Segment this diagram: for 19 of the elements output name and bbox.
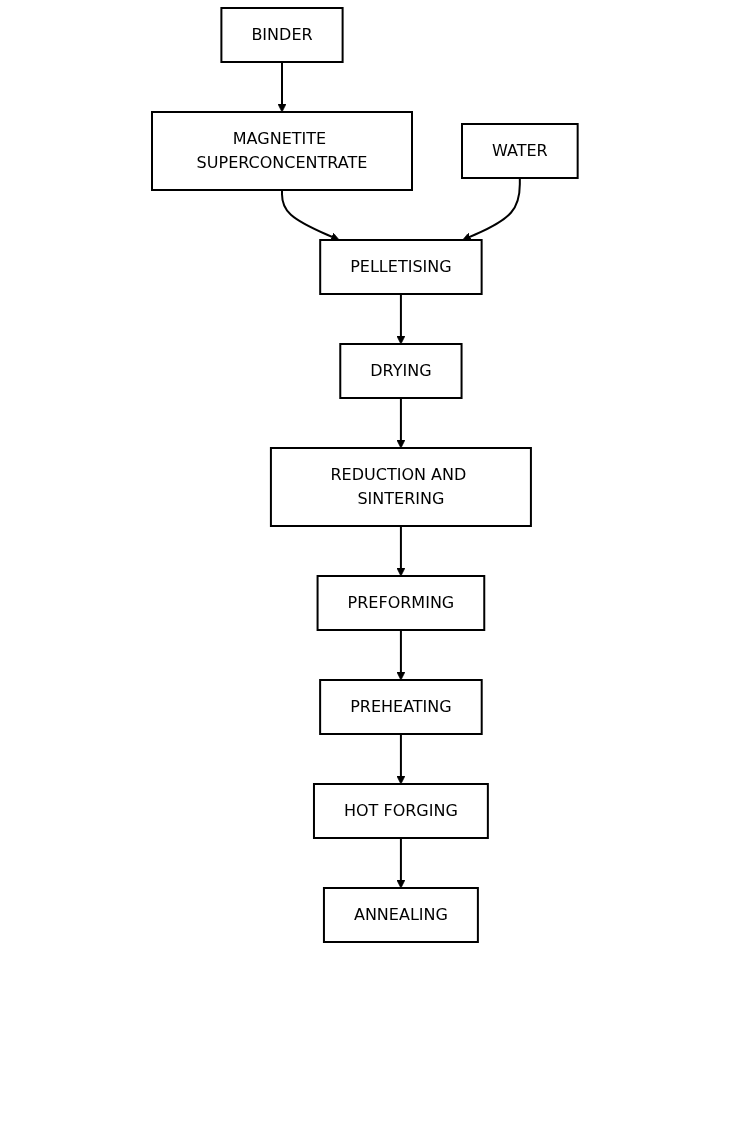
arrow bbox=[277, 61, 287, 113]
arrow bbox=[396, 733, 406, 785]
arrow bbox=[396, 397, 406, 449]
arrow bbox=[396, 293, 406, 345]
node-box: ANNEALING bbox=[323, 887, 480, 943]
node-box: BINDER bbox=[220, 7, 344, 63]
arrow bbox=[281, 189, 340, 241]
arrow bbox=[462, 177, 521, 241]
arrow bbox=[396, 837, 406, 889]
arrow bbox=[396, 629, 406, 681]
node-box: PREFORMING bbox=[316, 575, 486, 631]
node-box: HOT FORGING bbox=[313, 783, 490, 839]
node-box: REDUCTION AND SINTERING bbox=[270, 447, 533, 527]
node-box: MAGNETITE SUPERCONCENTRATE bbox=[151, 111, 414, 191]
arrow bbox=[396, 525, 406, 577]
node-box: WATER bbox=[461, 123, 579, 179]
node-box: DRYING bbox=[339, 343, 463, 399]
node-box: PREHEATING bbox=[319, 679, 483, 735]
node-box: PELLETISING bbox=[319, 239, 483, 295]
